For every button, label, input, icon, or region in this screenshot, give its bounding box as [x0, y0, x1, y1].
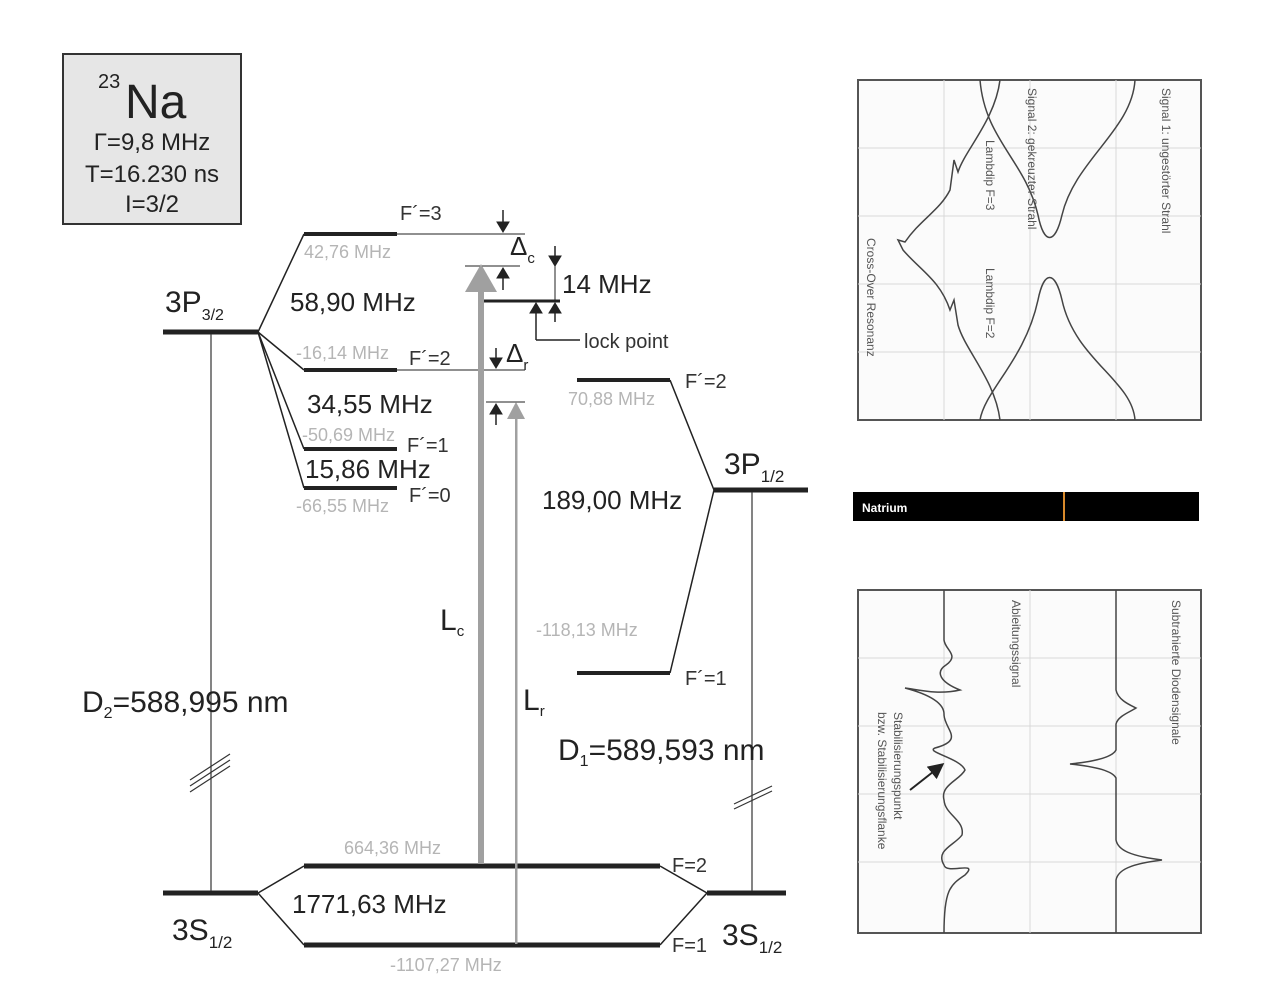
laser-beams	[465, 264, 525, 944]
offset-ground-f2: 664,36 MHz	[344, 838, 441, 858]
delta-r-label: Δr	[506, 338, 528, 374]
offset-f1: -50,69 MHz	[302, 425, 395, 445]
stabilization-point-label: Stabilisierungspunkt	[891, 712, 905, 820]
repump-laser-arrowhead	[507, 402, 525, 419]
crossover-label: Cross-Over Resonanz	[864, 238, 878, 357]
ground-manifold	[163, 863, 786, 948]
lambdip-f2-label: Lambdip F=2	[983, 268, 997, 339]
repump-laser-beam	[515, 418, 518, 944]
element-info-box: 23 Na Γ=9,8 MHz Τ=16.230 ns I=3/2	[62, 53, 242, 225]
offset-p12-f2: 70,88 MHz	[568, 389, 655, 409]
offset-p12-f1: -118,13 MHz	[536, 620, 638, 640]
offset-f0: -66,55 MHz	[296, 496, 389, 516]
splitting-p12: 189,00 MHz	[542, 485, 682, 515]
ground-f1-label: F=1	[672, 935, 707, 957]
lambdip-f3-label: Lambdip F=3	[983, 140, 997, 211]
spectrum-label: Natrium	[862, 501, 907, 515]
delta-c-label: Δc	[510, 231, 535, 267]
cooling-laser-arrowhead	[465, 264, 497, 292]
sodium-emission-line	[1063, 492, 1065, 521]
mass-number: 23	[98, 71, 120, 93]
stabilization-arrow	[909, 763, 945, 791]
p12-state-label: 3P1/2	[724, 448, 784, 486]
p12-f2-label: F´=2	[685, 371, 727, 393]
error-signal-panel: Subtrahierte Diodensignale Ableitungssig…	[857, 589, 1202, 934]
offset-f3: 42,76 MHz	[304, 242, 391, 262]
signal-1-curve	[979, 79, 1136, 238]
cooling-laser-label: Lc	[440, 604, 465, 640]
p32-state-label: 3P3/2	[165, 286, 224, 324]
p32-f1-label: F´=1	[407, 435, 449, 457]
p12-f1-label: F´=1	[685, 668, 727, 690]
p32-manifold	[163, 232, 525, 490]
p32-f3-label: F´=3	[400, 203, 442, 225]
p12-manifold	[577, 378, 808, 675]
detuning-markers	[465, 210, 580, 425]
subtracted-signal-curve	[1069, 590, 1163, 933]
signal-2-curve	[896, 79, 1001, 421]
ground-f2-label: F=2	[672, 855, 707, 877]
derivative-signal-curve	[904, 590, 970, 934]
offset-f2: -16,14 MHz	[296, 343, 389, 363]
sodium-spectrum-bar: Natrium	[853, 492, 1199, 521]
derivative-label: Ableitungssignal	[1009, 600, 1023, 687]
splitting-f1-f0: 15,86 MHz	[305, 454, 431, 484]
lock-point-label: lock point	[584, 331, 669, 353]
linewidth-label: Γ=9,8 MHz	[94, 129, 211, 156]
offset-ground-f1: -1107,27 MHz	[390, 955, 502, 975]
saturation-spectrum-panel: Signal 1: ungestörter Strahl Signal 2: g…	[857, 79, 1202, 421]
lifetime-label: Τ=16.230 ns	[85, 161, 219, 188]
repump-laser-label: Lr	[523, 684, 545, 720]
cooling-laser-beam	[478, 292, 484, 864]
lock-gap-label: 14 MHz	[562, 269, 652, 299]
s12-left-label: 3S1/2	[172, 914, 232, 952]
subtracted-label: Subtrahierte Diodensignale	[1169, 600, 1183, 745]
s12-right-label: 3S1/2	[722, 919, 782, 957]
d-transitions	[189, 334, 773, 891]
signal-1-label: Signal 1: ungestörter Strahl	[1159, 88, 1173, 233]
element-symbol: Na	[125, 76, 187, 129]
p32-f2-label: F´=2	[409, 348, 451, 370]
signal-2-label: Signal 2: gekreuzter Strahl	[1025, 88, 1039, 229]
splitting-f3-f2: 58,90 MHz	[290, 287, 416, 317]
signal-1-curve-lower	[979, 277, 1136, 421]
d2-transition-label: D2=588,995 nm	[82, 686, 289, 722]
splitting-f2-f1: 34,55 MHz	[307, 389, 433, 419]
splitting-ground: 1771,63 MHz	[292, 889, 447, 919]
p32-f0-label: F´=0	[409, 485, 451, 507]
d1-transition-label: D1=589,593 nm	[558, 734, 765, 770]
stabilization-slope-label: bzw. Stabilisierungsflanke	[875, 712, 889, 850]
nuclear-spin-label: I=3/2	[125, 191, 179, 218]
